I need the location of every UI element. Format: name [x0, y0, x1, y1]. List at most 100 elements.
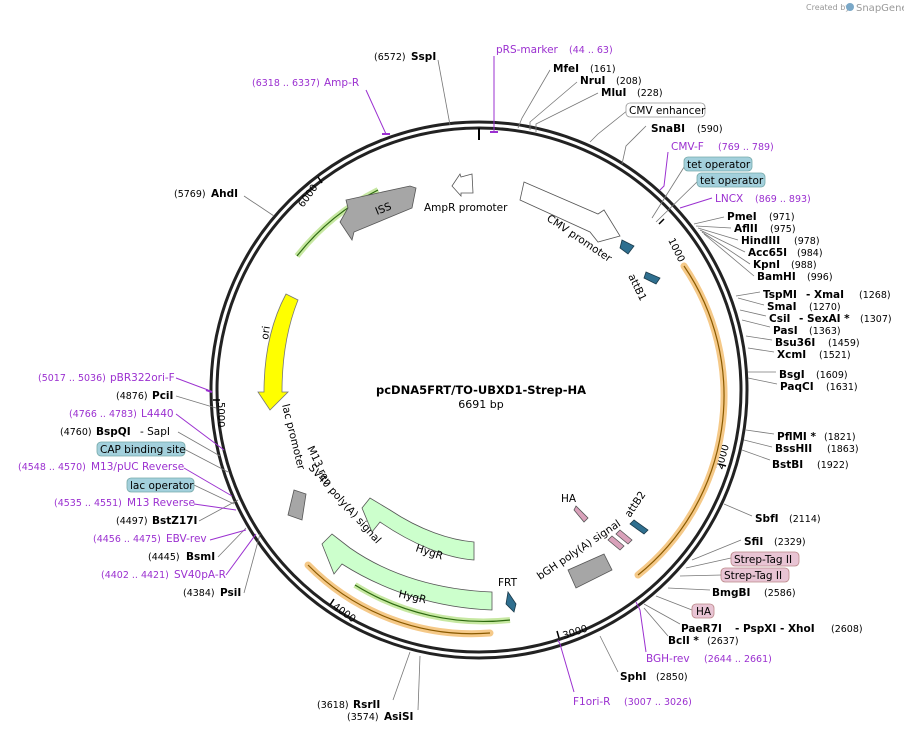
primer-f1ori-r: F1ori-R	[573, 696, 610, 708]
svg-text:(996): (996)	[807, 272, 833, 283]
site-bsu36i: Bsu36I	[775, 337, 815, 349]
svg-text:(869 .. 893): (869 .. 893)	[755, 194, 811, 205]
box-ha: HA	[696, 606, 712, 618]
svg-text:AmpR promoter: AmpR promoter	[424, 202, 508, 214]
site-bsmi: BsmI	[186, 551, 215, 563]
svg-text:(5769): (5769)	[174, 189, 206, 200]
feature-frt: FRT	[498, 577, 518, 613]
primer-prs-marker: pRS-marker	[496, 44, 559, 56]
svg-text:(3007 .. 3026): (3007 .. 3026)	[624, 697, 692, 708]
svg-text:(2850): (2850)	[656, 672, 688, 683]
credit-brand: SnapGene	[856, 3, 904, 14]
svg-text:(1363): (1363)	[809, 326, 841, 337]
feature-cmv-promoter: CMV promoter	[519, 181, 621, 265]
svg-text:(1459): (1459)	[828, 338, 860, 349]
svg-text:(590): (590)	[697, 124, 723, 135]
site-snabi: SnaBI	[651, 123, 685, 135]
primer-m13-reverse: M13 Reverse	[127, 497, 195, 509]
svg-text:(44 .. 63): (44 .. 63)	[569, 45, 613, 56]
svg-text:(4766 .. 4783): (4766 .. 4783)	[69, 409, 137, 420]
svg-text:(1631): (1631)	[826, 382, 858, 393]
site-ahdi: AhdI	[211, 188, 238, 200]
site-pasi: PasI	[773, 325, 798, 337]
site-besshii: BssHII	[775, 443, 812, 455]
svg-text:ori: ori	[259, 325, 273, 340]
tick-5000: 5000	[215, 402, 226, 427]
feature-ha: HA	[561, 493, 589, 523]
svg-text:(1521): (1521)	[819, 350, 851, 361]
site-mlui: MluI	[601, 87, 626, 99]
feature-iss: ISS	[339, 185, 417, 241]
site-bstbi: BstBI	[772, 459, 803, 471]
svg-text:(2637): (2637)	[707, 636, 739, 647]
svg-text:(2586): (2586)	[764, 588, 796, 599]
site-pflmi: PflMI *	[777, 431, 816, 443]
svg-text:(2608): (2608)	[831, 624, 863, 635]
site-pcii: PciI	[152, 390, 173, 402]
site-nrui: NruI	[580, 75, 605, 87]
box-tet-operator-1: tet operator	[687, 159, 751, 171]
tick-6000: 6000	[297, 183, 321, 210]
svg-text:(4497): (4497)	[116, 516, 148, 527]
svg-text:(1922): (1922)	[817, 460, 849, 471]
site-kpni: KpnI	[753, 259, 780, 271]
primer-ebv-rev: EBV-rev	[166, 533, 207, 545]
svg-text:(4535 .. 4551): (4535 .. 4551)	[54, 498, 122, 509]
svg-text:(975): (975)	[770, 224, 796, 235]
primer-lncx: LNCX	[715, 193, 743, 205]
svg-text:(5017 .. 5036): (5017 .. 5036)	[38, 373, 106, 384]
svg-text:(3574): (3574)	[347, 712, 379, 723]
site-bmgbi: BmgBI	[712, 587, 750, 599]
orf-hygr-line	[307, 564, 491, 635]
svg-text:(4384): (4384)	[183, 588, 215, 599]
primer-pbr322ori-f: pBR322ori-F	[110, 372, 175, 384]
svg-text:(4876): (4876)	[116, 391, 148, 402]
primer-l4440: L4440	[141, 408, 174, 420]
box-tet-operator-2: tet operator	[700, 175, 764, 187]
backbone-outer-strand	[209, 120, 749, 660]
svg-text:- PspXI - XhoI: - PspXI - XhoI	[735, 623, 815, 635]
svg-text:(2114): (2114)	[789, 514, 821, 525]
box-strep-tag-ii-1: Strep-Tag II	[734, 554, 792, 566]
svg-text:(6318 .. 6337): (6318 .. 6337)	[252, 78, 320, 89]
sites-right: MfeI (161) NruI (208) MluI (228) SnaBI (…	[517, 63, 892, 683]
svg-text:(4760): (4760)	[60, 427, 92, 438]
site-sspi: SspI	[411, 51, 436, 63]
site-bcli: BclI *	[668, 635, 699, 647]
feature-ampr-promoter: AmpR promoter	[424, 173, 508, 214]
orf-hygr-inner-line	[354, 584, 511, 623]
svg-text:FRT: FRT	[498, 577, 518, 589]
site-csii: CsiI	[769, 313, 790, 325]
svg-text:(1307): (1307)	[860, 314, 892, 325]
svg-text:(2644 .. 2661): (2644 .. 2661)	[704, 654, 772, 665]
svg-text:(1609): (1609)	[816, 370, 848, 381]
site-mfei: MfeI	[553, 63, 579, 75]
primer-amp-r: Amp-R	[324, 77, 359, 89]
primer-bgh-rev: BGH-rev	[646, 653, 690, 665]
svg-text:lac promoter: lac promoter	[279, 403, 307, 472]
svg-text:- XmaI: - XmaI	[806, 289, 844, 301]
boxed-labels: CMV enhancer tet operator tet operator C…	[96, 102, 800, 619]
svg-text:(978): (978)	[794, 236, 820, 247]
primer-cmv-f: CMV-F	[671, 141, 704, 153]
site-bsgi: BsgI	[779, 369, 805, 381]
svg-text:(4445): (4445)	[148, 552, 180, 563]
tick-1000: 1000	[665, 236, 686, 264]
svg-text:(208): (208)	[616, 76, 642, 87]
svg-text:(1821): (1821)	[824, 432, 856, 443]
plasmid-name: pcDNA5FRT/TO-UBXD1-Strep-HA	[376, 383, 586, 397]
site-rsrii: RsrII	[353, 699, 380, 711]
svg-text:(988): (988)	[791, 260, 817, 271]
site-hindiii: HindIII	[741, 235, 780, 247]
svg-text:(3618): (3618)	[317, 700, 349, 711]
site-paqci: PaqCI	[780, 381, 814, 393]
svg-text:(1270): (1270)	[809, 302, 841, 313]
box-cap-binding-site: CAP binding site	[100, 444, 186, 456]
plasmid-size: 6691 bp	[458, 398, 503, 411]
site-sbfi: SbfI	[755, 513, 779, 525]
svg-text:- SapI: - SapI	[140, 426, 170, 438]
svg-text:(4402 .. 4421): (4402 .. 4421)	[101, 570, 169, 581]
site-smai: SmaI	[767, 301, 797, 313]
feature-bgh-polya: bGH poly(A) signal	[535, 518, 623, 589]
